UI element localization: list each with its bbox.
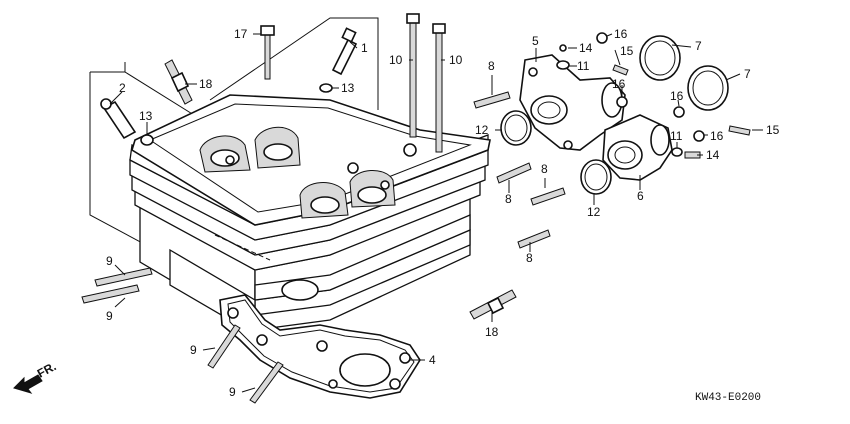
callout-16-right-upper: 16: [670, 89, 684, 103]
insulator-gaskets: [500, 110, 612, 195]
callout-17: 17: [234, 27, 248, 41]
oil-fittings: [100, 27, 358, 146]
callout-10-right: 10: [449, 53, 463, 67]
cylinder-head-gasket: [219, 294, 421, 399]
callout-15-right: 15: [766, 123, 780, 137]
callout-18-lower: 18: [485, 325, 499, 339]
callout-13-left: 13: [139, 109, 153, 123]
cylinder-head: [129, 94, 491, 332]
callout-8-upper: 8: [488, 59, 495, 73]
callout-8-middle-left: 8: [505, 192, 512, 206]
callout-11-lower: 11: [670, 129, 683, 143]
callout-14-upper: 14: [579, 41, 593, 55]
callout-8-lower: 8: [526, 251, 533, 265]
callout-9-lower: 9: [106, 309, 113, 323]
callout-10-left: 10: [389, 53, 403, 67]
callout-11-upper: 11: [577, 59, 590, 73]
front-direction-indicator: FR.: [13, 359, 58, 394]
long-bolts: [260, 13, 446, 153]
intake-pipe-lower: [602, 114, 673, 181]
stud-bolts: [81, 267, 284, 404]
callout-7-upper: 7: [695, 39, 702, 53]
spark-plugs: [164, 59, 517, 320]
callout-5: 5: [532, 34, 539, 48]
callout-15-upper: 15: [620, 44, 634, 58]
intake-pipe-upper: [519, 54, 626, 151]
callout-14-lower: 14: [706, 148, 720, 162]
callout-9-upper: 9: [106, 254, 113, 268]
callout-1: 1: [361, 41, 368, 55]
callout-12-lower: 12: [587, 205, 601, 219]
diagram-reference-code: KW43-E0200: [695, 392, 761, 404]
callout-16-middle: 16: [612, 77, 626, 91]
callout-18-upper: 18: [199, 77, 213, 91]
callout-12-upper: 12: [475, 123, 489, 137]
callout-13-right: 13: [341, 81, 355, 95]
callout-9-gasket-upper: 9: [190, 343, 197, 357]
callout-4: 4: [429, 353, 436, 367]
callout-labels: 1 2 4 5 6 7 7 8 8 8 8 9 9 9 9 10 10 11 1…: [106, 27, 780, 399]
leader-lines: [109, 33, 763, 393]
small-hardware: [473, 32, 751, 249]
callout-7-lower: 7: [744, 67, 751, 81]
callout-16-top: 16: [614, 27, 628, 41]
callout-8-middle-right: 8: [541, 162, 548, 176]
callout-9-gasket-lower: 9: [229, 385, 236, 399]
callout-16-right-lower: 16: [710, 129, 724, 143]
callout-6: 6: [637, 189, 644, 203]
callout-2: 2: [119, 81, 126, 95]
front-arrow-icon: [13, 374, 43, 394]
hose-clamps: [639, 35, 729, 111]
